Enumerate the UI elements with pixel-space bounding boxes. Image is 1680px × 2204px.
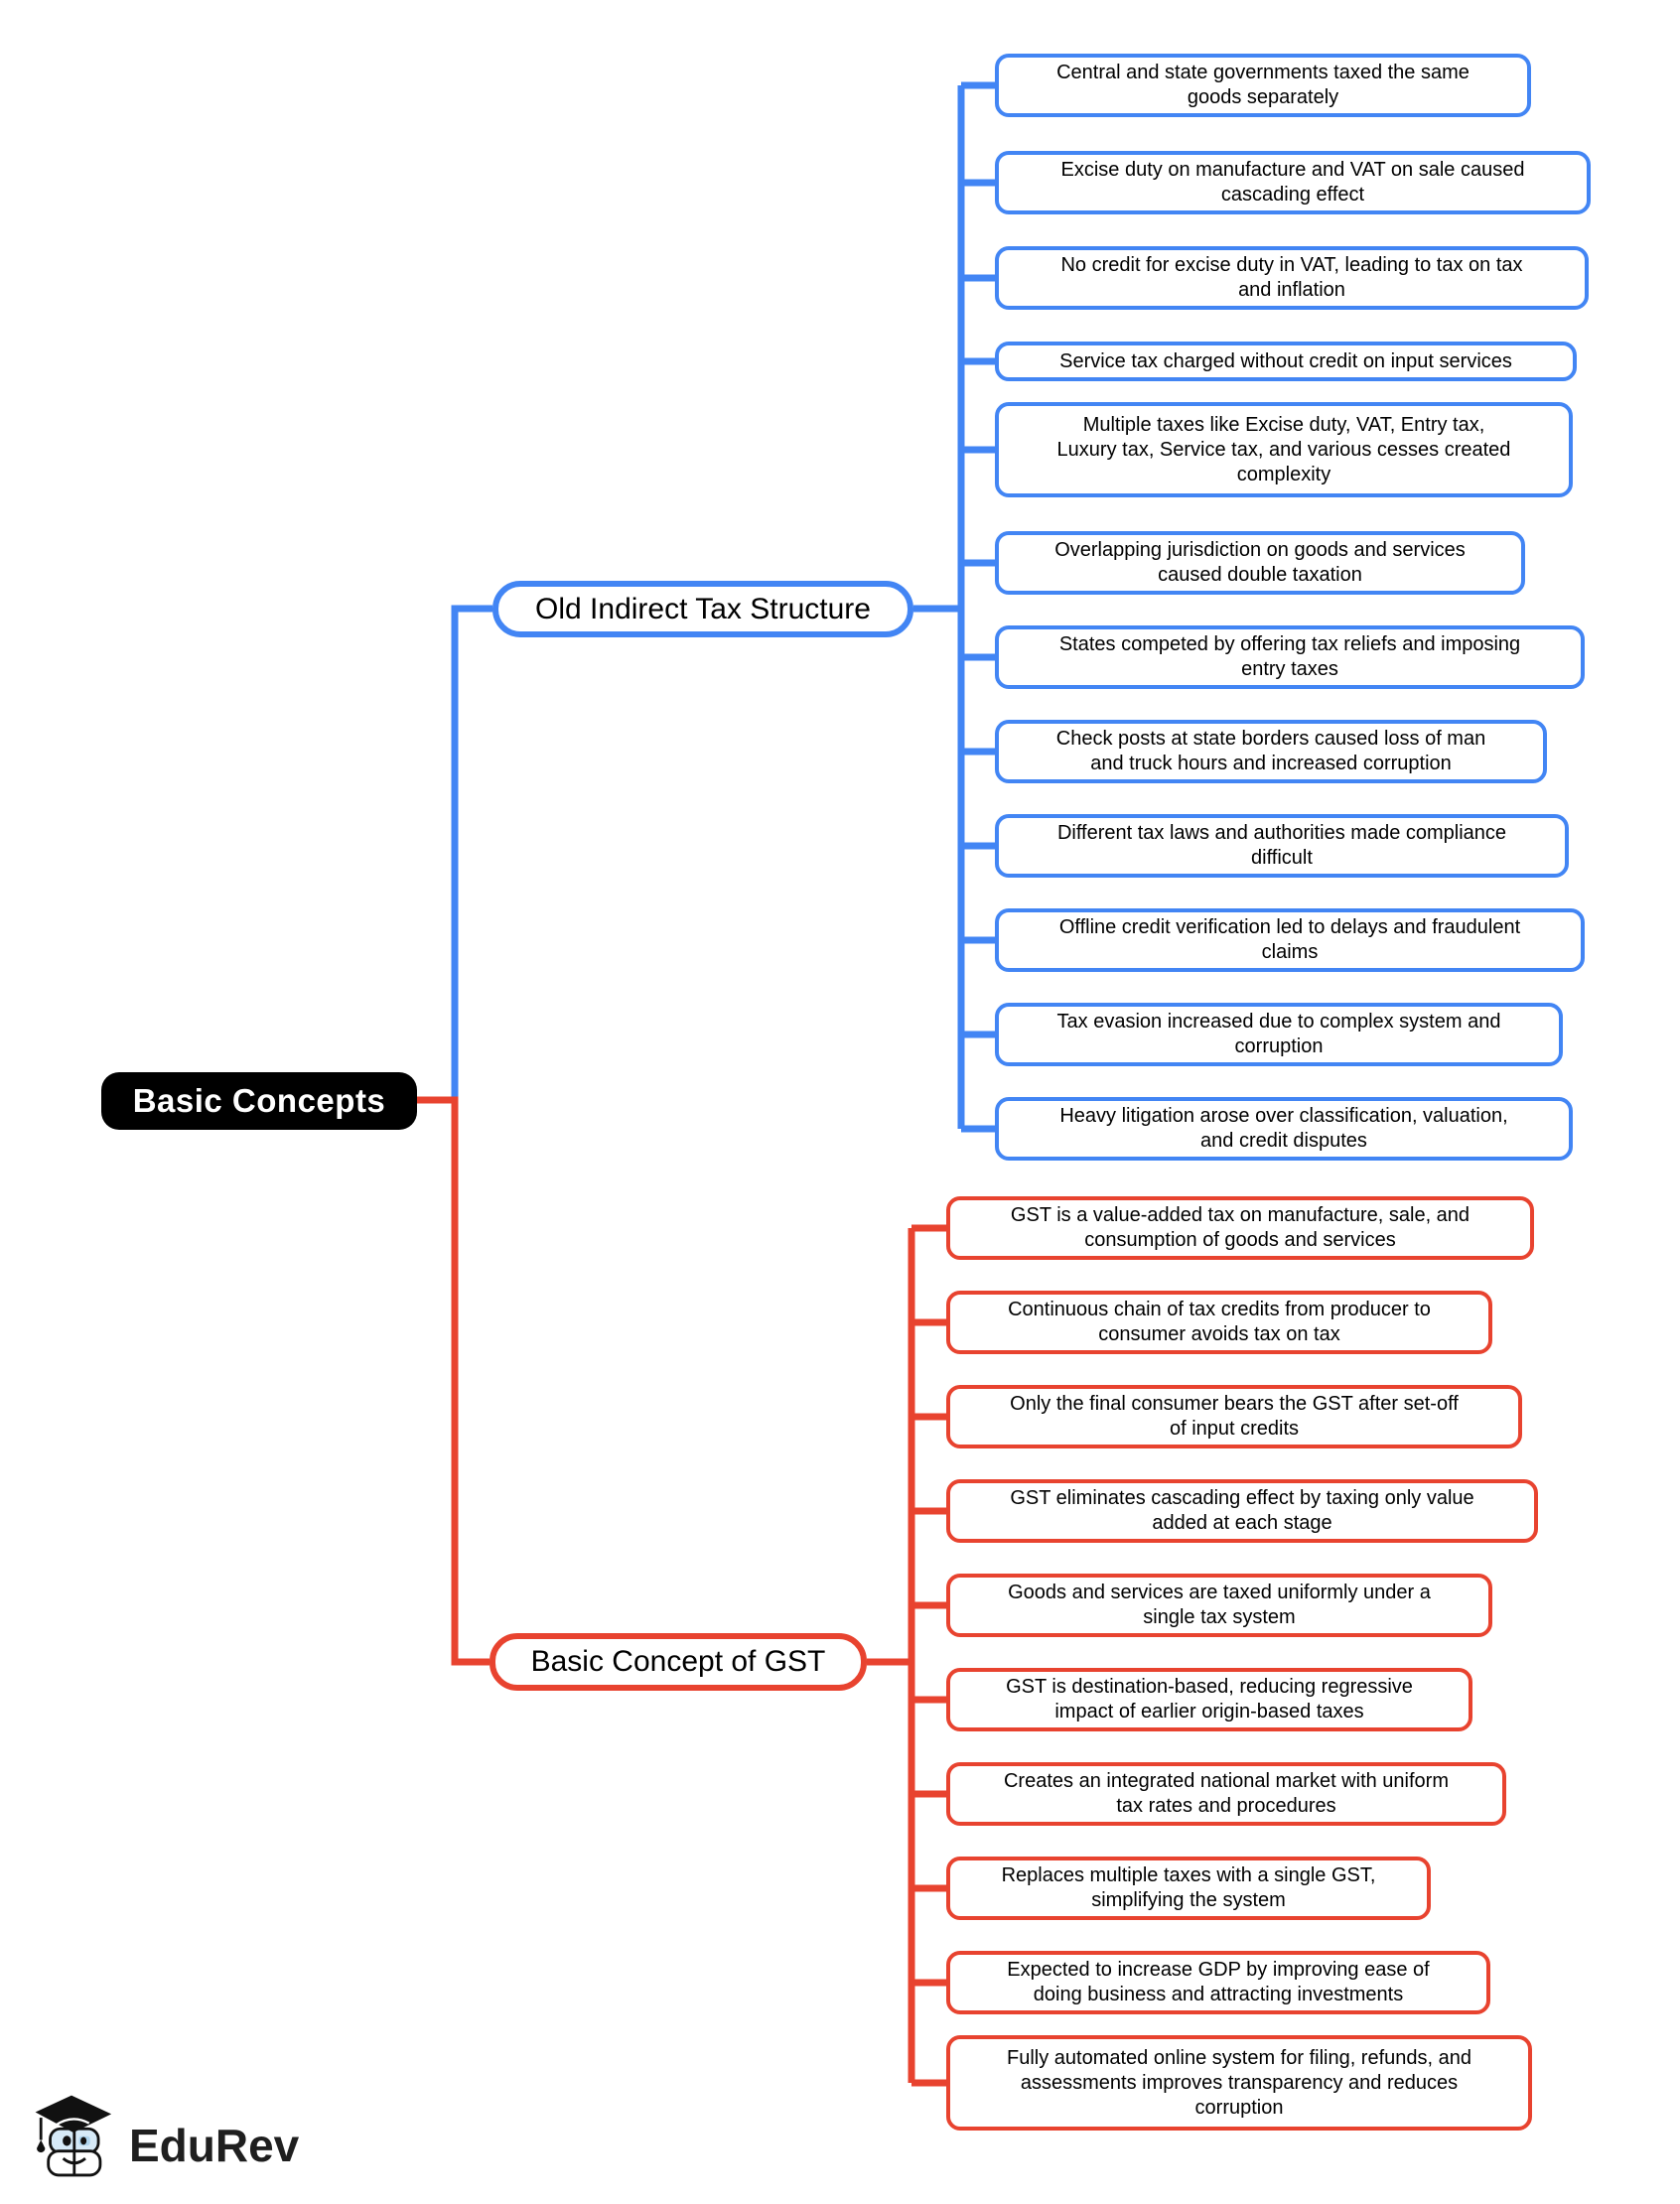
leaf-node-old-tax-2: Excise duty on manufacture and VAT on sa… bbox=[995, 151, 1591, 214]
leaf-node-gst-5: Goods and services are taxed uniformly u… bbox=[946, 1574, 1492, 1637]
leaf-node-gst-7: Creates an integrated national market wi… bbox=[946, 1762, 1506, 1826]
graduation-cap-book-icon bbox=[35, 2095, 112, 2177]
leaf-node-old-tax-9: Different tax laws and authorities made … bbox=[995, 814, 1569, 878]
leaf-node-old-tax-5: Multiple taxes like Excise duty, VAT, En… bbox=[995, 402, 1573, 497]
leaf-node-old-tax-10: Offline credit verification led to delay… bbox=[995, 908, 1585, 972]
leaf-node-old-tax-7: States competed by offering tax reliefs … bbox=[995, 625, 1585, 689]
leaf-node-gst-10: Fully automated online system for filing… bbox=[946, 2035, 1532, 2131]
leaf-node-old-tax-8: Check posts at state borders caused loss… bbox=[995, 720, 1547, 783]
branch-label-old-indirect-tax-structure: Old Indirect Tax Structure bbox=[492, 581, 913, 637]
root-node: Basic Concepts bbox=[101, 1072, 417, 1130]
leaf-node-gst-9: Expected to increase GDP by improving ea… bbox=[946, 1951, 1490, 2014]
leaf-node-old-tax-4: Service tax charged without credit on in… bbox=[995, 342, 1577, 381]
leaf-node-gst-2: Continuous chain of tax credits from pro… bbox=[946, 1291, 1492, 1354]
red-branch-connector bbox=[417, 1096, 946, 2087]
leaf-node-old-tax-6: Overlapping jurisdiction on goods and se… bbox=[995, 531, 1525, 595]
leaf-node-gst-6: GST is destination-based, reducing regre… bbox=[946, 1668, 1472, 1731]
leaf-node-old-tax-1: Central and state governments taxed the … bbox=[995, 54, 1531, 117]
edurev-logo-text: EduRev bbox=[129, 2120, 300, 2171]
leaf-node-gst-3: Only the final consumer bears the GST af… bbox=[946, 1385, 1522, 1448]
branch-label-basic-concept-of-gst: Basic Concept of GST bbox=[490, 1633, 867, 1691]
leaf-node-old-tax-11: Tax evasion increased due to complex sys… bbox=[995, 1003, 1563, 1066]
leaf-node-old-tax-12: Heavy litigation arose over classificati… bbox=[995, 1097, 1573, 1161]
leaf-node-gst-1: GST is a value-added tax on manufacture,… bbox=[946, 1196, 1534, 1260]
leaf-node-gst-8: Replaces multiple taxes with a single GS… bbox=[946, 1857, 1431, 1920]
edurev-logo: EduRev bbox=[30, 2081, 299, 2184]
leaf-node-old-tax-3: No credit for excise duty in VAT, leadin… bbox=[995, 246, 1589, 310]
leaf-node-gst-4: GST eliminates cascading effect by taxin… bbox=[946, 1479, 1538, 1543]
blue-branch-connector bbox=[451, 81, 995, 1133]
